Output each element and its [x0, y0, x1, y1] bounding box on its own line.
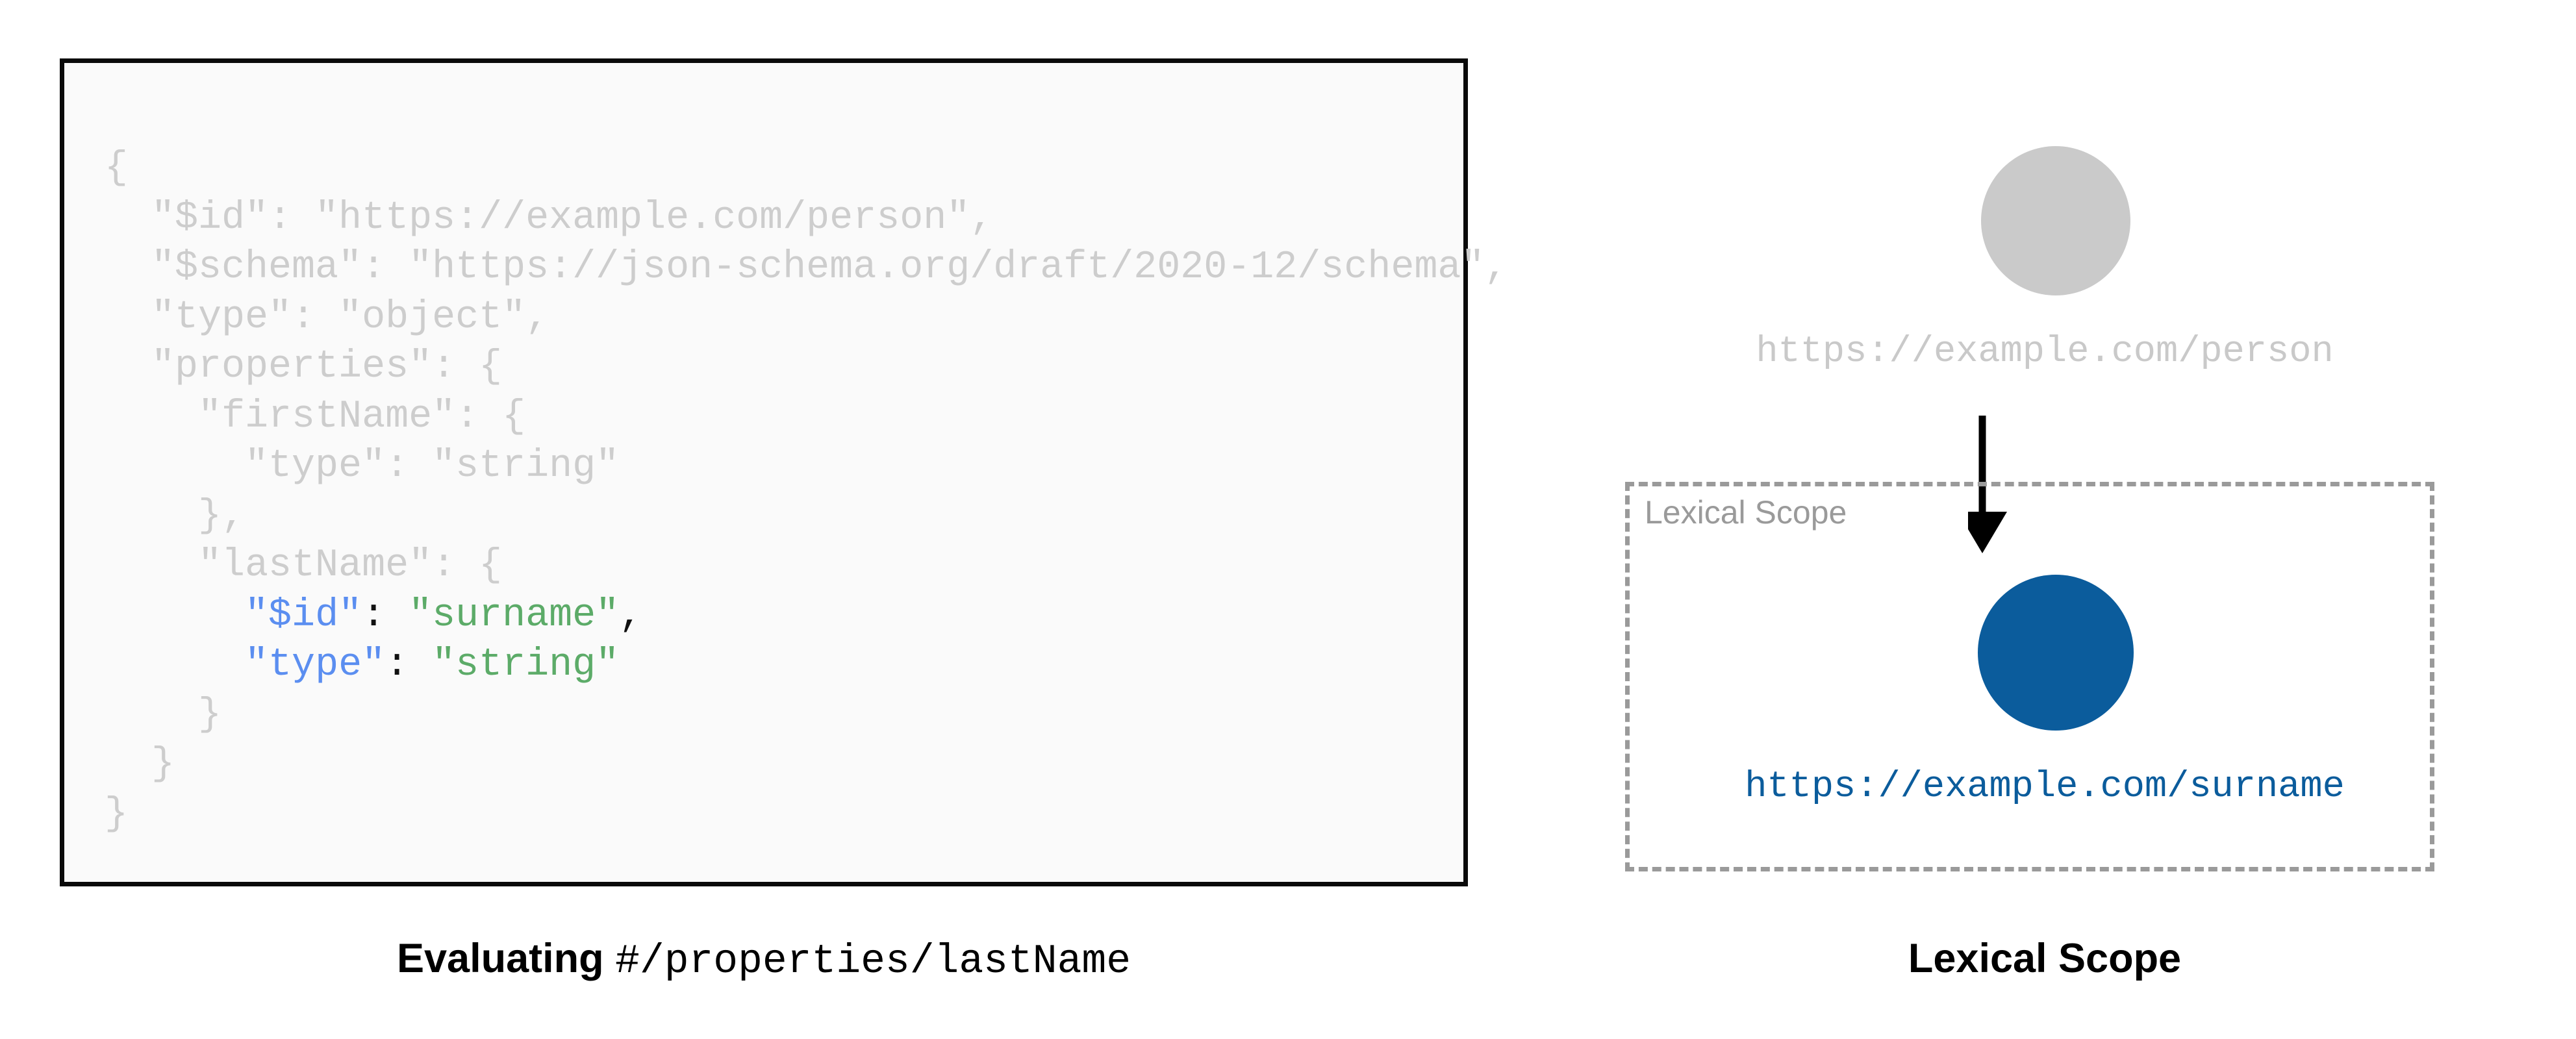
schema-source-panel: { "$id": "https://example.com/person", "… [60, 58, 1508, 984]
root-node-circle-icon [1981, 146, 2130, 295]
code-token [105, 594, 245, 638]
code-line: } [105, 693, 221, 737]
code-token: "type": "object", [105, 295, 549, 340]
code-token: "lastName": { [105, 544, 503, 588]
right-panel-caption: Lexical Scope [1908, 936, 2182, 981]
code-line: } [105, 792, 128, 836]
code-token: "$id": "https://example.com/person", [105, 195, 994, 240]
code-token: "firstName": { [105, 394, 526, 439]
arrow-down-icon [1958, 416, 2143, 565]
code-line: "type": "string" [105, 643, 619, 687]
code-line: }, [105, 494, 245, 538]
code-token: "properties": { [105, 345, 503, 389]
json-schema-code: { "$id": "https://example.com/person", "… [105, 144, 1508, 839]
code-token: : [385, 643, 433, 687]
code-token: }, [105, 494, 246, 538]
left-caption-pointer: #/properties/lastName [615, 938, 1131, 984]
code-line: "lastName": { [105, 544, 502, 588]
code-block-container: { "$id": "https://example.com/person", "… [60, 58, 1508, 886]
code-token: : [362, 593, 409, 638]
code-token: { [105, 146, 129, 190]
code-token: "type" [245, 643, 386, 687]
child-node-circle-icon [1978, 575, 2134, 731]
code-line: "type": "object", [105, 295, 549, 340]
code-token: "string" [432, 643, 620, 687]
code-token: "$schema": "https://json-schema.org/draf… [105, 245, 1508, 290]
code-line: { [105, 146, 128, 190]
left-panel-caption: Evaluating #/properties/lastName [60, 935, 1468, 984]
lexical-scope-diagram-panel: https://example.com/person Lexical Scope… [1513, 0, 2576, 1039]
code-token: "$id" [245, 593, 362, 638]
code-token: } [105, 692, 222, 737]
code-token: } [105, 742, 175, 786]
code-token: "surname" [409, 593, 620, 638]
code-token [105, 643, 245, 687]
code-token: "type": "string" [105, 444, 620, 488]
code-line: "properties": { [105, 345, 502, 389]
code-line: "firstName": { [105, 395, 525, 439]
code-token: , [619, 593, 643, 638]
code-line: "$schema": "https://json-schema.org/draf… [105, 245, 1508, 290]
lexical-scope-box-label: Lexical Scope [1645, 494, 1847, 531]
code-line: } [105, 742, 175, 786]
code-line: "$id": "surname", [105, 594, 642, 638]
child-node-label: https://example.com/surname [1745, 766, 2345, 808]
root-node-label: https://example.com/person [1756, 331, 2334, 373]
code-line: "type": "string" [105, 444, 619, 488]
code-line: "$id": "https://example.com/person", [105, 196, 993, 240]
code-token: } [105, 792, 129, 836]
left-caption-bold: Evaluating [396, 936, 604, 981]
lexical-scope-boundary [1625, 482, 2434, 871]
